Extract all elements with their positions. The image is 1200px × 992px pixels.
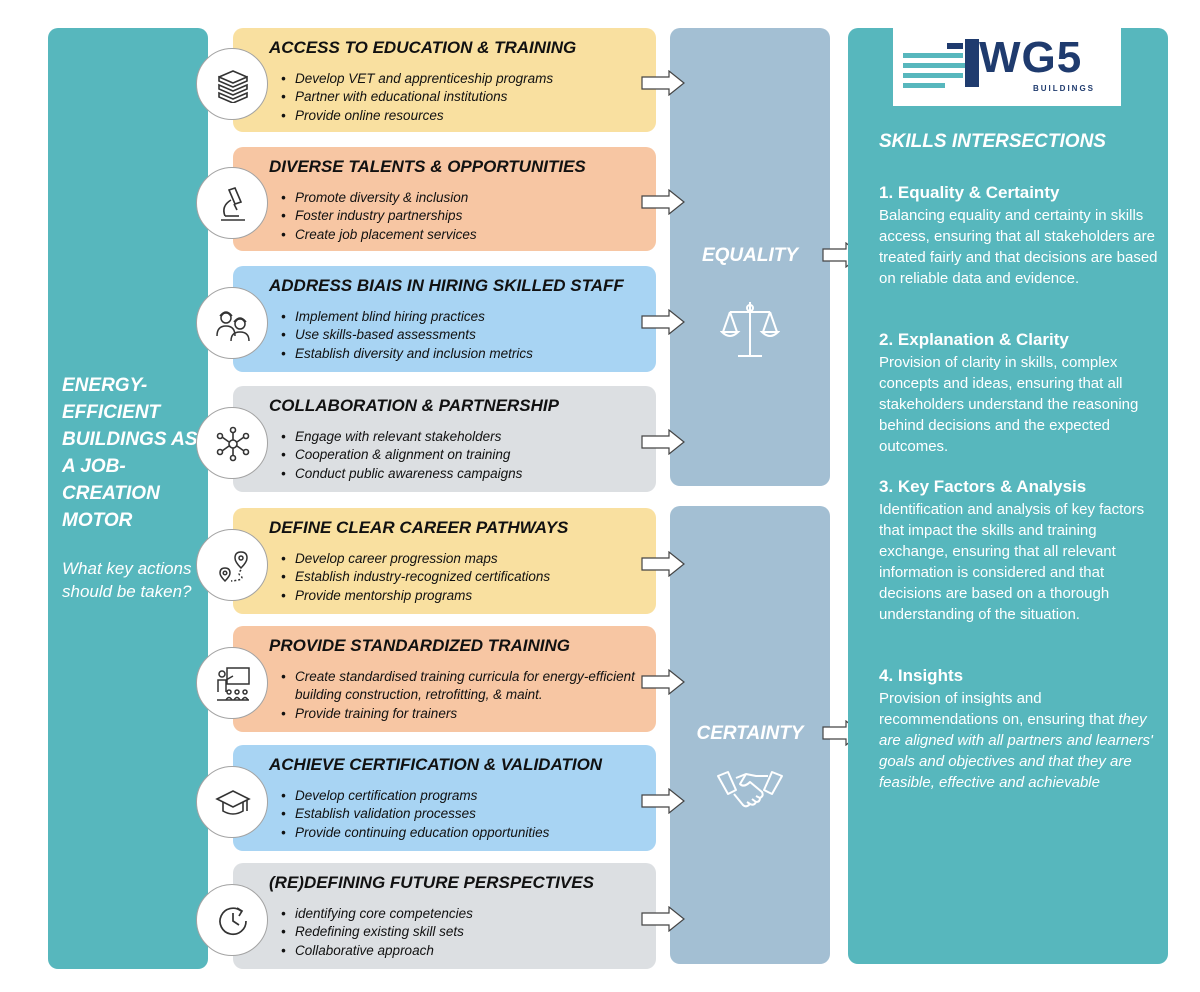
card-item: Use skills-based assessments xyxy=(281,326,533,345)
card-items: Promote diversity & inclusionFoster indu… xyxy=(281,189,477,245)
card-items: Develop career progression mapsEstablish… xyxy=(281,550,550,606)
arrow-right-icon xyxy=(641,309,685,335)
card-icon-circle xyxy=(196,766,268,838)
card-icon-circle xyxy=(196,287,268,359)
card-items: Develop VET and apprenticeship programsP… xyxy=(281,70,553,126)
card-items: Engage with relevant stakeholdersCoopera… xyxy=(281,428,522,484)
card-item: Establish industry-recognized certificat… xyxy=(281,568,550,587)
logo-mark xyxy=(903,39,979,88)
action-card: (RE)DEFINING FUTURE PERSPECTIVES identify… xyxy=(233,863,656,969)
arrow-right-icon xyxy=(641,669,685,695)
card-title: ACCESS TO EDUCATION & TRAINING xyxy=(269,38,577,57)
section-2-heading: 2. Explanation & Clarity xyxy=(879,330,1069,349)
card-item: Promote diversity & inclusion xyxy=(281,189,477,208)
microscope-icon xyxy=(221,187,245,221)
section-4-body-italic: they are aligned with all partners and l… xyxy=(879,711,1153,791)
right-panel xyxy=(848,28,1168,964)
route-icon xyxy=(219,551,248,583)
card-icon-circle xyxy=(196,529,268,601)
arrow-right-icon xyxy=(641,189,685,215)
arrow-right-icon xyxy=(641,551,685,577)
card-icon-circle xyxy=(196,884,268,956)
clock-icon xyxy=(219,907,247,936)
card-item: Engage with relevant stakeholders xyxy=(281,428,522,447)
action-card: PROVIDE STANDARDIZED TRAINING Create stan… xyxy=(233,626,656,732)
section-1-heading: 1. Equality & Certainty xyxy=(879,183,1060,202)
workers-icon xyxy=(216,311,250,342)
logo: WG5 BUILDINGS xyxy=(893,27,1121,106)
card-title: DEFINE CLEAR CAREER PATHWAYS xyxy=(269,518,569,537)
card-title: PROVIDE STANDARDIZED TRAINING xyxy=(269,636,570,655)
card-item: Develop career progression maps xyxy=(281,550,550,569)
card-item: identifying core competencies xyxy=(281,905,473,924)
section-1-body: Balancing equality and certainty in skil… xyxy=(879,207,1158,287)
right-title: SKILLS INTERSECTIONS xyxy=(879,131,1106,152)
card-item: Implement blind hiring practices xyxy=(281,308,533,327)
logo-subtext: BUILDINGS xyxy=(1033,84,1095,93)
card-item: Collaborative approach xyxy=(281,942,473,961)
arrow-right-icon xyxy=(641,429,685,455)
certainty-panel xyxy=(670,506,830,964)
section-3-body: Identification and analysis of key facto… xyxy=(879,501,1145,623)
equality-label: EQUALITY xyxy=(701,245,799,266)
action-card: ACCESS TO EDUCATION & TRAINING Develop VE… xyxy=(233,28,656,132)
action-card: DIVERSE TALENTS & OPPORTUNITIES Promote d… xyxy=(233,147,656,251)
card-item: Provide online resources xyxy=(281,107,553,126)
section-4-body: Provision of insights and recommendation… xyxy=(879,688,1164,793)
card-title: DIVERSE TALENTS & OPPORTUNITIES xyxy=(269,157,586,176)
graduation-cap-icon xyxy=(215,790,251,815)
left-title: ENERGY-EFFICIENT BUILDINGS AS A JOB-CREA… xyxy=(62,375,198,531)
card-title: ACHIEVE CERTIFICATION & VALIDATION xyxy=(269,755,603,774)
card-item: Foster industry partnerships xyxy=(281,207,477,226)
card-item: Provide continuing education opportuniti… xyxy=(281,824,549,843)
card-title: ADDRESS BIAIS IN HIRING SKILLED STAFF xyxy=(269,276,624,295)
card-items: Create standardised training curricula f… xyxy=(281,668,635,724)
card-item: Cooperation & alignment on training xyxy=(281,446,522,465)
action-card: COLLABORATION & PARTNERSHIP Engage with r… xyxy=(233,386,656,492)
handshake-icon xyxy=(717,771,783,808)
card-items: Develop certification programsEstablish … xyxy=(281,787,549,843)
card-item: Conduct public awareness campaigns xyxy=(281,465,522,484)
card-items: identifying core competenciesRedefining … xyxy=(281,905,473,961)
section-3-heading: 3. Key Factors & Analysis xyxy=(879,477,1087,496)
action-card: ADDRESS BIAIS IN HIRING SKILLED STAFF Imp… xyxy=(233,266,656,372)
section-4-heading: 4. Insights xyxy=(879,666,964,685)
arrow-right-icon xyxy=(641,788,685,814)
card-item: Develop certification programs xyxy=(281,787,549,806)
card-item: Create job placement services xyxy=(281,226,477,245)
left-panel xyxy=(48,28,208,969)
card-item: Provide training for trainers xyxy=(281,705,635,724)
card-item: Develop VET and apprenticeship programs xyxy=(281,70,553,89)
scales-icon xyxy=(720,302,780,357)
arrow-right-icon xyxy=(641,70,685,96)
network-icon xyxy=(216,426,250,462)
card-icon-circle xyxy=(196,407,268,479)
card-item: Establish diversity and inclusion metric… xyxy=(281,345,533,364)
arrow-right-icon xyxy=(641,906,685,932)
action-card: ACHIEVE CERTIFICATION & VALIDATION Develo… xyxy=(233,745,656,851)
card-title: COLLABORATION & PARTNERSHIP xyxy=(269,396,559,415)
action-card: DEFINE CLEAR CAREER PATHWAYS Develop care… xyxy=(233,508,656,614)
equality-panel xyxy=(670,28,830,486)
certainty-label: CERTAINTY xyxy=(696,723,804,744)
card-icon-circle xyxy=(196,647,268,719)
section-2-body: Provision of clarity in skills, complex … xyxy=(879,354,1139,455)
section-4-body-regular: Provision of insights and recommendation… xyxy=(879,690,1115,728)
card-item: Establish validation processes xyxy=(281,805,549,824)
teacher-icon xyxy=(217,667,250,701)
card-item: Create standardised training curricula f… xyxy=(281,668,635,705)
card-icon-circle xyxy=(196,167,268,239)
card-item: Partner with educational institutions xyxy=(281,88,553,107)
books-icon xyxy=(218,70,248,103)
left-subtitle: What key actions should be taken? xyxy=(62,559,192,601)
card-item: Provide mentorship programs xyxy=(281,587,550,606)
card-icon-circle xyxy=(196,48,268,120)
card-items: Implement blind hiring practicesUse skil… xyxy=(281,308,533,364)
logo-text: WG5 xyxy=(979,33,1083,82)
card-title: (RE)DEFINING FUTURE PERSPECTIVES xyxy=(269,873,594,892)
card-item: Redefining existing skill sets xyxy=(281,923,473,942)
